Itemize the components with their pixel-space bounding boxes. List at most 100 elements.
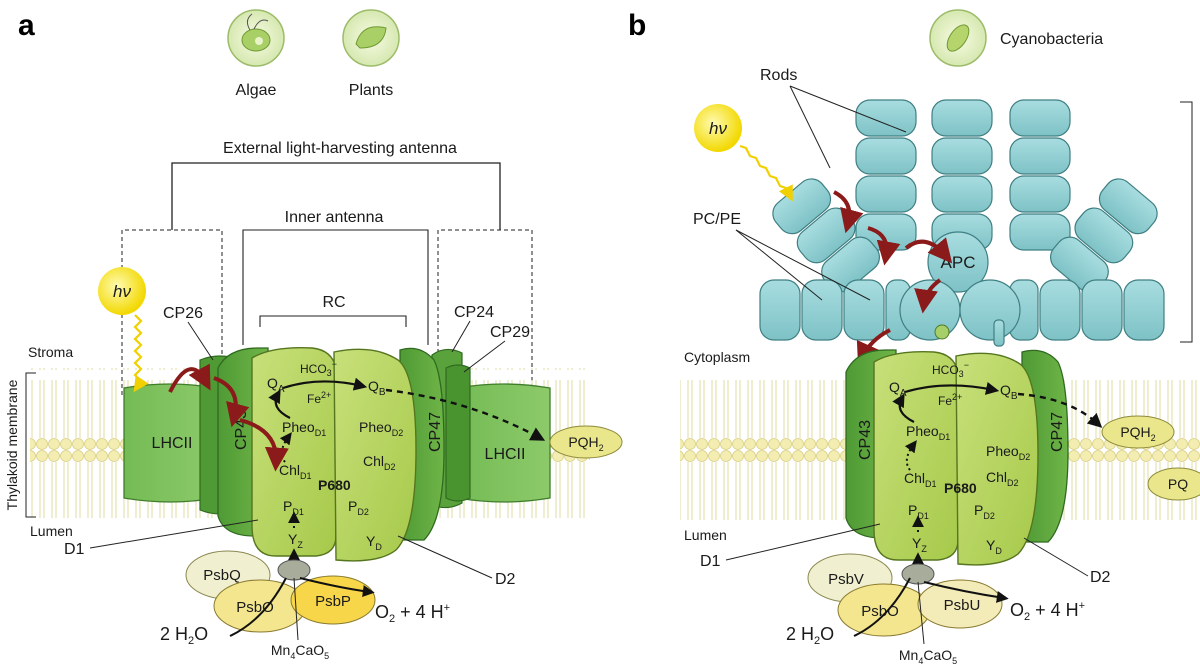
cyanobacteria-icon bbox=[929, 9, 987, 67]
water-label-a: 2 H2O bbox=[160, 624, 208, 647]
cp43-label-b: CP43 bbox=[857, 420, 874, 460]
o2-arrow-b bbox=[923, 581, 1009, 603]
mn-label-a: Mn4CaO5 bbox=[271, 642, 329, 661]
rod-horizontal-right bbox=[1009, 279, 1165, 341]
psbv-label: PsbV bbox=[828, 571, 864, 588]
psbo-label-a: PsbO bbox=[236, 599, 274, 616]
o2-label-a: O2 + 4 H+ bbox=[375, 602, 450, 625]
pqh2-label-b: PQH2 bbox=[1120, 424, 1155, 443]
d1-label-b: D1 bbox=[700, 553, 721, 570]
panel-a: a Algae Plants External light-harvesting… bbox=[4, 9, 623, 661]
d1-subunit-b bbox=[873, 351, 959, 561]
lhcii-left-label: LHCII bbox=[152, 435, 193, 452]
rod-angled-right bbox=[1050, 178, 1158, 293]
pq-b bbox=[1147, 467, 1200, 501]
rc-bracket bbox=[259, 315, 407, 327]
lumen-label-a: Lumen bbox=[30, 523, 73, 539]
d1-subunit-a bbox=[251, 347, 337, 557]
apc-anchor bbox=[934, 324, 950, 340]
cp47-label-b: CP47 bbox=[1049, 412, 1066, 452]
d2-label-a: D2 bbox=[495, 571, 516, 588]
d1-label-a: D1 bbox=[64, 541, 85, 558]
panel-b-letter: b bbox=[628, 9, 646, 42]
rc-label: RC bbox=[322, 294, 345, 311]
p680-label-a: P680 bbox=[318, 477, 351, 493]
inner-antenna-bracket bbox=[242, 229, 429, 345]
energy-transfer-arrow-a3 bbox=[239, 418, 289, 472]
plants-label: Plants bbox=[349, 82, 393, 99]
psbu-label: PsbU bbox=[944, 597, 981, 614]
panel-b: b Cyanobacteria Cytoplasm Lumen bbox=[628, 9, 1200, 666]
hv-label-b: hν bbox=[709, 119, 727, 138]
energy-transfer-arrow-a1 bbox=[168, 363, 211, 393]
cyanobacteria-label: Cyanobacteria bbox=[1000, 31, 1103, 48]
hco3-label-b: HCO3− bbox=[932, 360, 969, 379]
panel-a-letter: a bbox=[18, 9, 35, 42]
qb-to-pqh2-arrow-a bbox=[385, 388, 546, 441]
apc-core-right bbox=[959, 279, 1021, 341]
chl-to-pheo-arrow-a bbox=[279, 432, 292, 463]
cp24-label: CP24 bbox=[454, 304, 494, 321]
pq-label: PQ bbox=[1168, 476, 1188, 492]
psbp-label: PsbP bbox=[315, 593, 351, 610]
energy-transfer-arrow-b1 bbox=[833, 190, 864, 234]
light-photon-icon-a bbox=[98, 267, 146, 315]
o2-label-b: O2 + 4 H+ bbox=[1010, 600, 1085, 623]
water-label-b: 2 H2O bbox=[786, 624, 834, 647]
light-wave-a bbox=[133, 314, 149, 393]
plant-leaf-icon bbox=[342, 9, 400, 67]
hv-label-a: hν bbox=[113, 282, 131, 301]
o2-arrow-a bbox=[299, 577, 375, 597]
water-arrow-a bbox=[229, 577, 287, 637]
lumen-label-b: Lumen bbox=[684, 527, 727, 543]
psbq-label: PsbQ bbox=[203, 567, 241, 584]
light-photon-icon-b bbox=[694, 104, 742, 152]
chl-to-pheo-arrow-b bbox=[904, 440, 917, 471]
rod-top-left bbox=[855, 99, 917, 251]
rods-label: Rods bbox=[760, 67, 797, 84]
qa-to-qb-arrow-a bbox=[282, 377, 368, 391]
pcpe-label: PC/PE bbox=[693, 211, 741, 228]
rod-top-center bbox=[931, 99, 993, 251]
energy-transfer-arrow-b4 bbox=[914, 278, 942, 314]
lhcii-right-bracket bbox=[437, 229, 533, 395]
cp47-label-a: CP47 bbox=[427, 412, 444, 452]
pqh2-a bbox=[549, 425, 623, 459]
membrane-bracket bbox=[25, 372, 36, 518]
mn-cluster-b bbox=[901, 563, 935, 585]
energy-transfer-arrow-a2 bbox=[213, 376, 250, 428]
lhcii-right bbox=[457, 383, 551, 503]
stroma-label: Stroma bbox=[28, 344, 73, 360]
external-antenna-bracket bbox=[171, 162, 501, 230]
d2-subunit-b bbox=[955, 352, 1039, 566]
thylakoid-membrane-label: Thylakoid membrane bbox=[4, 379, 20, 510]
qa-to-qb-arrow-b bbox=[904, 381, 1000, 395]
pheo-to-qa-arrow-a bbox=[268, 389, 291, 419]
hco3-label-a: HCO3− bbox=[300, 359, 337, 378]
psbp-a bbox=[290, 575, 376, 625]
pqh2-label-a: PQH2 bbox=[568, 434, 603, 453]
water-arrow-b bbox=[853, 577, 911, 637]
rod-top-right bbox=[1009, 99, 1071, 251]
energy-transfer-arrow-b3 bbox=[904, 237, 953, 264]
algae-label: Algae bbox=[236, 82, 277, 99]
pqh2-b bbox=[1101, 415, 1175, 449]
light-wave-b bbox=[739, 144, 793, 202]
qb-to-pqh2-arrow-b bbox=[1017, 392, 1103, 428]
phycobilisome-bracket bbox=[1180, 101, 1193, 343]
cp26-label: CP26 bbox=[163, 305, 203, 322]
cp29-label: CP29 bbox=[490, 324, 530, 341]
d2-subunit-a bbox=[333, 348, 417, 562]
d2-label-b: D2 bbox=[1090, 569, 1111, 586]
pheo-to-qa-arrow-b bbox=[892, 393, 915, 423]
mn-label-b: Mn4CaO5 bbox=[899, 647, 957, 666]
phycobilisome bbox=[759, 99, 1165, 347]
p680-label-b: P680 bbox=[944, 480, 977, 496]
cytoplasm-label: Cytoplasm bbox=[684, 349, 750, 365]
energy-transfer-arrow-b2 bbox=[867, 226, 901, 266]
mn-cluster-a bbox=[277, 559, 311, 581]
external-antenna-label: External light-harvesting antenna bbox=[223, 140, 457, 157]
algae-icon bbox=[227, 9, 285, 67]
cp29-protein bbox=[445, 364, 471, 502]
